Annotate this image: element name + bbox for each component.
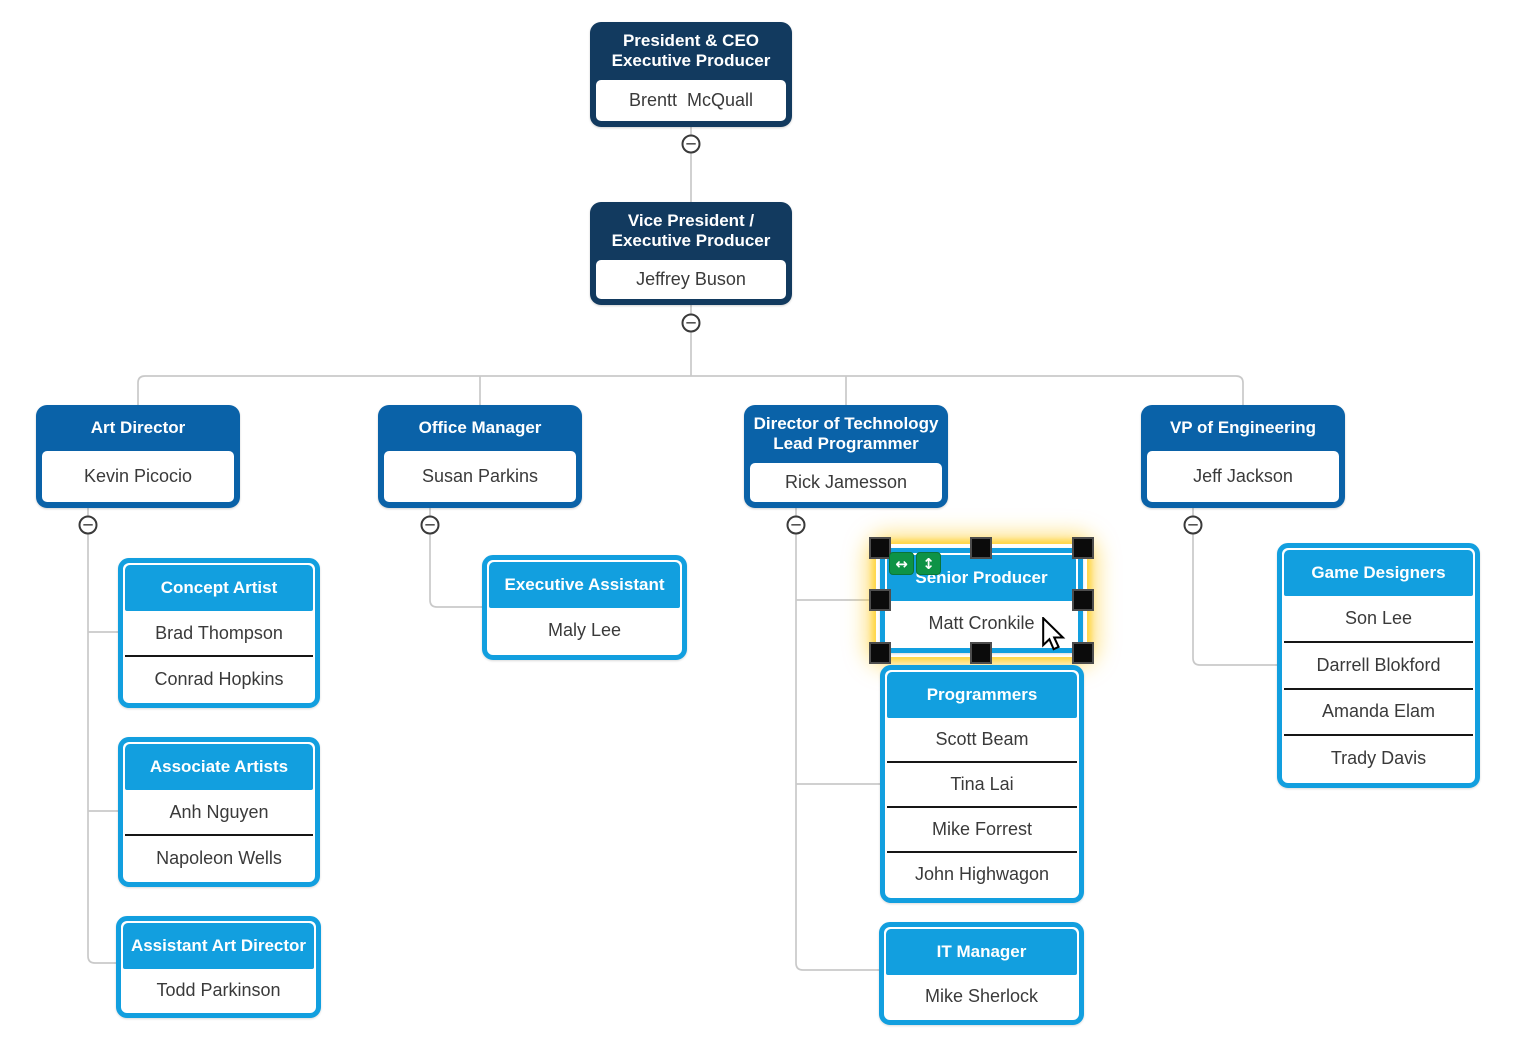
member-name: Mike Sherlock bbox=[886, 975, 1077, 1018]
member-name: Son Lee bbox=[1284, 596, 1473, 641]
node-title: IT Manager bbox=[886, 929, 1077, 975]
minus-icon: − bbox=[789, 515, 803, 534]
org-node-associate-artists[interactable]: Associate Artists Anh Nguyen Napoleon We… bbox=[118, 737, 320, 887]
selection-handle-bottom-center[interactable] bbox=[970, 642, 992, 664]
selection-handle-middle-left[interactable] bbox=[869, 589, 891, 611]
member-name: Napoleon Wells bbox=[125, 834, 313, 880]
member-name: Tina Lai bbox=[887, 761, 1077, 806]
horizontal-arrow-glyph: ↔ bbox=[895, 554, 908, 573]
resize-vertical-icon[interactable]: ↕ bbox=[916, 552, 941, 575]
org-node-president[interactable]: President & CEO Executive Producer Brent… bbox=[590, 22, 792, 127]
member-name: Maly Lee bbox=[489, 608, 680, 653]
node-title: Concept Artist bbox=[125, 565, 313, 611]
member-name: Conrad Hopkins bbox=[125, 655, 313, 701]
member-name: Scott Beam bbox=[887, 718, 1077, 761]
org-node-assistant-art-director[interactable]: Assistant Art Director Todd Parkinson bbox=[116, 916, 321, 1018]
node-title: Assistant Art Director bbox=[123, 923, 314, 969]
collapse-toggle-president[interactable]: − bbox=[681, 134, 701, 154]
org-node-executive-assistant[interactable]: Executive Assistant Maly Lee bbox=[482, 555, 687, 660]
selection-handle-top-right[interactable] bbox=[1072, 537, 1094, 559]
resize-horizontal-icon[interactable]: ↔ bbox=[889, 552, 914, 575]
minus-icon: − bbox=[81, 515, 95, 534]
member-name: Trady Davis bbox=[1284, 734, 1473, 781]
node-title: Programmers bbox=[887, 672, 1077, 718]
org-node-game-designers[interactable]: Game Designers Son Lee Darrell Blokford … bbox=[1277, 543, 1480, 788]
selection-handle-top-center[interactable] bbox=[970, 537, 992, 559]
member-name: Susan Parkins bbox=[384, 451, 576, 502]
member-name: Anh Nguyen bbox=[125, 790, 313, 834]
minus-icon: − bbox=[684, 134, 698, 153]
selection-handle-top-left[interactable] bbox=[869, 537, 891, 559]
org-node-it-manager[interactable]: IT Manager Mike Sherlock bbox=[879, 922, 1084, 1025]
org-node-art-director[interactable]: Art Director Kevin Picocio bbox=[36, 405, 240, 508]
minus-icon: − bbox=[684, 313, 698, 332]
org-node-office-manager[interactable]: Office Manager Susan Parkins bbox=[378, 405, 582, 508]
member-name: Rick Jamesson bbox=[750, 463, 942, 502]
org-node-director-technology[interactable]: Director of Technology Lead Programmer R… bbox=[744, 405, 948, 508]
member-name: Jeff Jackson bbox=[1147, 451, 1339, 502]
org-node-vice-president[interactable]: Vice President / Executive Producer Jeff… bbox=[590, 202, 792, 305]
member-name: Kevin Picocio bbox=[42, 451, 234, 502]
node-title: Art Director bbox=[90, 417, 186, 437]
org-node-vp-engineering[interactable]: VP of Engineering Jeff Jackson bbox=[1141, 405, 1345, 508]
collapse-toggle-office-manager[interactable]: − bbox=[420, 515, 440, 535]
member-name: Jeffrey Buson bbox=[596, 260, 786, 299]
node-title: VP of Engineering bbox=[1169, 417, 1317, 437]
member-name: Darrell Blokford bbox=[1284, 640, 1473, 688]
member-name: Mike Forrest bbox=[887, 806, 1077, 851]
member-name: John Highwagon bbox=[887, 851, 1077, 896]
node-title: Office Manager bbox=[418, 417, 542, 437]
minus-icon: − bbox=[423, 515, 437, 534]
collapse-toggle-vice-president[interactable]: − bbox=[681, 313, 701, 333]
collapse-toggle-vp-engineering[interactable]: − bbox=[1183, 515, 1203, 535]
member-name: Amanda Elam bbox=[1284, 687, 1473, 735]
mouse-cursor-icon bbox=[1042, 617, 1066, 651]
collapse-toggle-art-director[interactable]: − bbox=[78, 515, 98, 535]
vertical-arrow-glyph: ↕ bbox=[922, 554, 935, 573]
node-title: Game Designers bbox=[1284, 550, 1473, 596]
selection-handle-middle-right[interactable] bbox=[1072, 589, 1094, 611]
minus-icon: − bbox=[1186, 515, 1200, 534]
node-title: Executive Assistant bbox=[489, 562, 680, 608]
member-name: Todd Parkinson bbox=[123, 969, 314, 1011]
org-node-programmers[interactable]: Programmers Scott Beam Tina Lai Mike For… bbox=[880, 665, 1084, 903]
member-name: Brentt McQuall bbox=[596, 80, 786, 121]
selection-handle-bottom-left[interactable] bbox=[869, 642, 891, 664]
node-title: Director of Technology Lead Programmer bbox=[753, 413, 939, 453]
selection-handle-bottom-right[interactable] bbox=[1072, 642, 1094, 664]
node-title: Vice President / Executive Producer bbox=[611, 210, 771, 250]
node-title: Associate Artists bbox=[125, 744, 313, 790]
org-node-concept-artist[interactable]: Concept Artist Brad Thompson Conrad Hopk… bbox=[118, 558, 320, 708]
node-title: President & CEO Executive Producer bbox=[611, 30, 771, 70]
collapse-toggle-director-technology[interactable]: − bbox=[786, 515, 806, 535]
member-name: Brad Thompson bbox=[125, 611, 313, 655]
